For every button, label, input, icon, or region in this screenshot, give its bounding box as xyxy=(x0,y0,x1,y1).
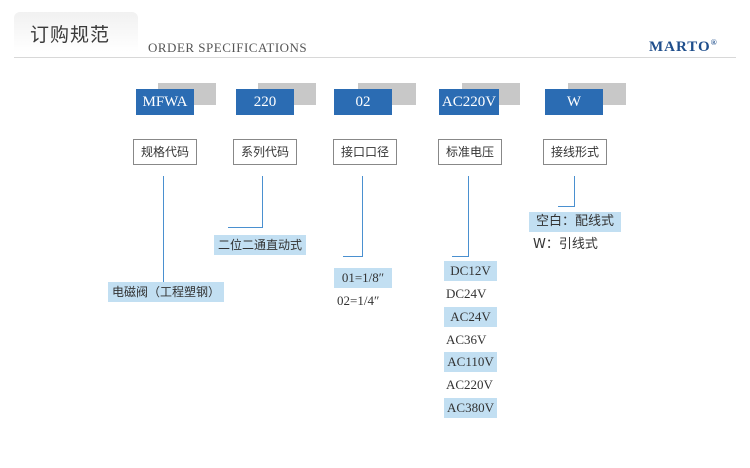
code-box-wiring: W xyxy=(545,89,603,115)
option-voltage-5: AC220V xyxy=(446,377,493,392)
connector-line xyxy=(362,176,363,256)
connector-line xyxy=(343,256,363,257)
option-port-0: 01=1/8″ xyxy=(334,268,392,288)
option-voltage-0: DC12V xyxy=(444,261,497,281)
option-spec-0: 电磁阀（工程塑钢） xyxy=(108,282,224,302)
option-wiring-0: 空白：配线式 xyxy=(529,212,621,232)
option-voltage-3: AC36V xyxy=(446,332,487,347)
label-spec-code: 规格代码 xyxy=(133,139,197,165)
code-box-voltage: AC220V xyxy=(439,89,499,115)
label-wiring-type: 接线形式 xyxy=(543,139,607,165)
header-divider xyxy=(14,57,736,58)
option-voltage-4: AC110V xyxy=(444,352,497,372)
page-subtitle: ORDER SPECIFICATIONS xyxy=(148,40,308,55)
brand-name: MARTO xyxy=(649,39,711,55)
option-voltage-6: AC380V xyxy=(444,398,497,418)
connector-line xyxy=(574,176,575,206)
registered-mark: ® xyxy=(710,38,718,47)
connector-line xyxy=(468,176,469,256)
title-tab-background xyxy=(14,12,138,52)
option-wiring-1: W：引线式 xyxy=(533,237,598,252)
page-title: 订购规范 xyxy=(30,24,111,46)
label-series-code: 系列代码 xyxy=(233,139,297,165)
connector-line xyxy=(452,256,469,257)
connector-line xyxy=(163,176,164,282)
option-series-0: 二位二通直动式 xyxy=(214,235,306,255)
option-port-1: 02=1/4″ xyxy=(337,293,380,308)
option-voltage-2: AC24V xyxy=(444,307,497,327)
label-standard-voltage: 标准电压 xyxy=(438,139,502,165)
code-box-spec: MFWA xyxy=(136,89,194,115)
label-port-size: 接口口径 xyxy=(333,139,397,165)
code-box-port: 02 xyxy=(334,89,392,115)
connector-line xyxy=(262,176,263,227)
brand-logo: MARTO® xyxy=(649,38,718,56)
code-box-series: 220 xyxy=(236,89,294,115)
connector-line xyxy=(558,206,575,207)
connector-line xyxy=(228,227,263,228)
option-voltage-1: DC24V xyxy=(446,286,487,301)
